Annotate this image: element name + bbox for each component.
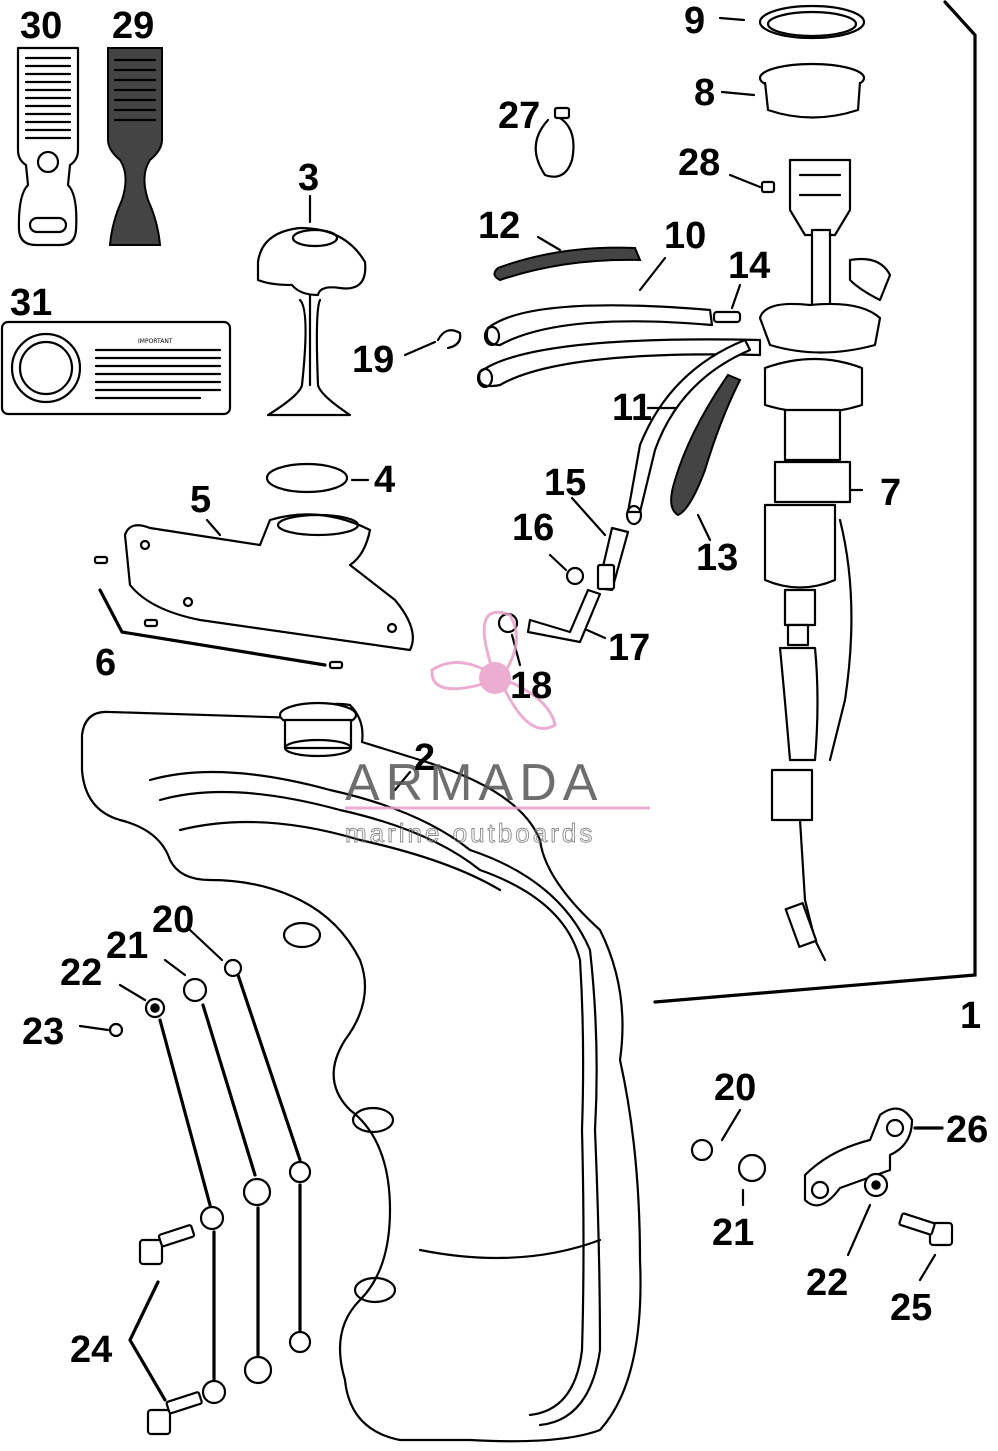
callout-7: 7: [880, 472, 901, 514]
part-11-hose: [625, 338, 752, 526]
callout-23: 23: [22, 1011, 64, 1053]
callout-8: 8: [694, 72, 715, 114]
leader-lines: [78, 16, 937, 1282]
callout-11: 11: [612, 387, 652, 429]
assembly-bracket-1: [653, 0, 977, 1004]
callout-14: 14: [728, 245, 770, 287]
callout-31: 31: [10, 282, 52, 324]
callout-19: 19: [352, 339, 394, 381]
part-14-fitting: [712, 310, 742, 324]
part-6-screws: [93, 555, 344, 670]
part-19-clip: [436, 329, 462, 350]
decal-30: [16, 46, 80, 247]
callout-12: 12: [478, 205, 520, 247]
callout-3: 3: [298, 157, 319, 199]
callout-29: 29: [112, 5, 154, 47]
callout-18: 18: [510, 665, 552, 707]
callout-20-left: 20: [152, 899, 194, 941]
part-9-seal-ring: [758, 4, 866, 40]
part-8-cap: [758, 62, 866, 119]
armada-watermark: ARMADA marine outboards: [345, 610, 650, 848]
callout-numbers: 30 29 31 3 27 9 8 28 12 10 14 19 11 4 7 …: [10, 0, 988, 1371]
part-16-ring: [565, 566, 585, 586]
callout-2: 2: [414, 737, 435, 779]
callout-5: 5: [190, 479, 211, 521]
decal-31: IMPORTANT: [0, 320, 232, 416]
hardware-left: [108, 958, 312, 1436]
part-27-clamp: [534, 106, 575, 178]
decal-31-title: IMPORTANT: [138, 338, 173, 345]
part-13-mesh-sleeve: [670, 373, 742, 517]
callout-21-left: 21: [106, 925, 148, 967]
part-17-elbow: [526, 588, 602, 644]
part-2-fuel-tank: [80, 701, 642, 1443]
part-28-plug: [760, 180, 776, 194]
callout-10: 10: [664, 215, 706, 257]
callout-9: 9: [684, 0, 705, 42]
watermark-tagline: marine outboards: [345, 818, 595, 848]
part-7-pump-assembly: [758, 158, 892, 962]
callout-1: 1: [960, 995, 981, 1037]
propeller-logo: [430, 610, 557, 730]
callout-22-left: 22: [60, 952, 102, 994]
callout-28: 28: [678, 142, 720, 184]
callout-25: 25: [890, 1287, 932, 1329]
callout-4: 4: [374, 459, 395, 501]
callout-6: 6: [95, 642, 116, 684]
decal-29: [107, 47, 163, 246]
part-5-plate: [123, 513, 414, 652]
callout-22-right: 22: [806, 1262, 848, 1304]
callout-15: 15: [544, 462, 586, 504]
part-15-connector: [596, 526, 630, 592]
callout-24: 24: [70, 1329, 112, 1371]
callout-30: 30: [20, 5, 62, 47]
watermark-brand: ARMADA: [345, 754, 603, 812]
callout-27: 27: [498, 95, 540, 137]
part-3-filler-cap: [256, 226, 367, 417]
part-12-mesh-sleeve: [493, 246, 642, 282]
callout-13: 13: [696, 537, 738, 579]
callout-16: 16: [512, 507, 554, 549]
hardware-right: [690, 1107, 954, 1247]
callout-20-right: 20: [714, 1067, 756, 1109]
part-10-hose: [476, 304, 762, 389]
callout-17: 17: [608, 627, 650, 669]
part-4-o-ring: [265, 462, 349, 494]
callout-26: 26: [946, 1109, 988, 1151]
callout-21-right: 21: [712, 1212, 754, 1254]
